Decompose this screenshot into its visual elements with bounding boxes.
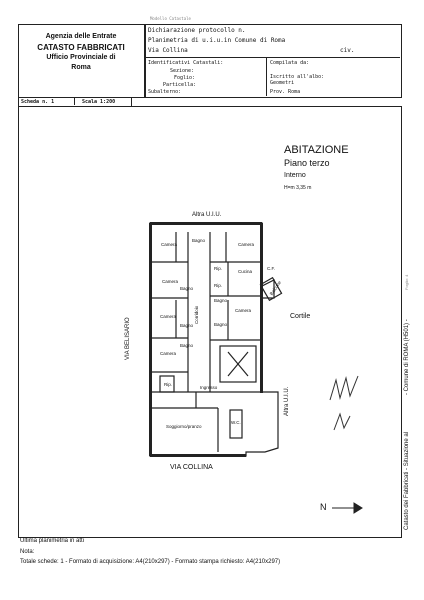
agency-line-2: CATASTO FABBRICATI	[37, 43, 125, 52]
room-bagno-6: Bagno	[180, 343, 194, 348]
room-camera-2: Camera	[238, 242, 255, 247]
agency-line-3: Ufficio Provinciale di	[46, 54, 116, 61]
altra-uiu-top: Altra U.I.U.	[192, 212, 222, 218]
formato-info: Totale schede: 1 - Formato di acquisizio…	[20, 559, 281, 565]
plan-piano: Piano terzo	[284, 158, 330, 168]
header-mid-divider	[266, 57, 267, 96]
room-wc: W.C.	[231, 420, 241, 425]
room-soggiorno: Soggiorno/pranzo	[166, 424, 202, 429]
room-rip-1: Rip.	[214, 266, 222, 271]
side-foglio: Foglio: 4	[404, 274, 409, 290]
agency-line-4: Roma	[71, 64, 91, 71]
signature	[329, 375, 359, 431]
civ: civ.	[340, 47, 355, 54]
agency-line-1: Agenzia delle Entrate	[45, 33, 117, 40]
room-cf: C.F.	[267, 266, 275, 271]
plan-altezza: H=m 3,35 m	[284, 185, 312, 191]
altra-uiu-right: Altra U.I.U.	[284, 386, 290, 416]
stamp-small: Modello Catastale	[150, 16, 191, 21]
room-corridoio: Corridoio	[194, 305, 199, 324]
room-bagno-4: Bagno	[180, 323, 194, 328]
scala: Scala 1:200	[82, 99, 116, 105]
scheda: Scheda n. 1	[21, 99, 55, 105]
dichiarazione: Dichiarazione protocollo n.	[148, 27, 246, 34]
room-cucina: Cucina	[238, 269, 253, 274]
side-catasto: Catasto dei Fabbricati - Situazione al	[404, 431, 410, 530]
cortile: Cortile	[290, 313, 311, 320]
foglio: Foglio:	[174, 75, 196, 81]
header-divider	[144, 57, 400, 58]
sezione: Sezione:	[170, 68, 195, 74]
room-bagno-1: Bagno	[192, 238, 206, 243]
room-bagno-5: Bagno	[214, 322, 228, 327]
planimetria: Planimetria di u.i.u.in Comune di Roma	[148, 37, 286, 44]
room-camera-5: Camera	[235, 308, 252, 313]
room-camera-6: Camera	[160, 351, 177, 356]
particella: Particella:	[163, 82, 197, 88]
header-right-box	[144, 24, 402, 98]
north-label: N	[320, 502, 327, 512]
plan-interno: Interno	[284, 172, 306, 179]
room-rip-3: Rip.	[164, 382, 172, 387]
room-camera-3: Camera	[162, 279, 179, 284]
plan-title: ABITAZIONE	[284, 144, 349, 156]
identificativi: Identificativi Catastali:	[148, 60, 224, 66]
room-rip-2: Rip.	[214, 283, 222, 288]
ultima-planimetria: Ultima planimetria in atti	[20, 538, 85, 544]
nota: Nota:	[20, 549, 35, 555]
room-bagno-2: Bagno	[180, 286, 194, 291]
side-comune: - Comune di ROMA (H501) -	[404, 319, 410, 395]
room-camera-1: Camera	[161, 242, 178, 247]
room-ingresso: Ingresso	[200, 385, 218, 390]
subalterno: Subalterno:	[148, 89, 182, 95]
room-camera-4: Camera	[160, 314, 177, 319]
via-belisario: VIA BELISARIO	[125, 317, 131, 360]
via-collina: VIA COLLINA	[170, 464, 213, 471]
prov: Prov. Roma	[270, 89, 301, 95]
footer-divider	[18, 537, 400, 538]
scheda-divider	[74, 97, 75, 105]
room-bagno-3: Bagno	[214, 298, 228, 303]
via: Via Collina	[148, 47, 188, 54]
geometri: Geometri	[270, 80, 295, 86]
iscritto: Iscritto all'albo:	[270, 74, 325, 80]
compilata: Compilata da:	[270, 60, 310, 66]
